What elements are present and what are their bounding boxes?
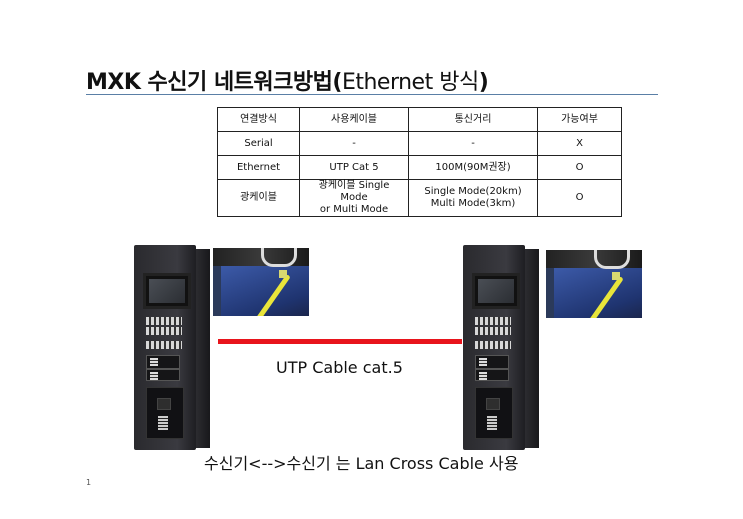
cell-line: Multi Mode(3km) bbox=[430, 198, 516, 209]
cabinet-button-row bbox=[146, 317, 182, 325]
board-photo-left bbox=[213, 248, 309, 316]
header-cell: 사용케이블 bbox=[299, 107, 409, 132]
cabinet-screen bbox=[143, 273, 191, 309]
photo-plug bbox=[612, 272, 620, 280]
title-bold: MXK 수신기 네트워크방법( bbox=[86, 70, 342, 95]
board-photo-right bbox=[546, 250, 642, 318]
table-cell: Single Mode(20km)Multi Mode(3km) bbox=[408, 179, 538, 217]
table-cell: Ethernet bbox=[217, 155, 300, 180]
header-cell: 가능여부 bbox=[537, 107, 622, 132]
cabinet-screen bbox=[472, 273, 520, 309]
table-row: Serial - - X bbox=[217, 131, 622, 156]
table-cell: - bbox=[299, 131, 409, 156]
cell-line: or Multi Mode bbox=[319, 204, 389, 215]
table-row: Ethernet UTP Cat 5 100M(90M권장) O bbox=[217, 155, 622, 180]
cabinet-panel bbox=[146, 369, 180, 381]
photo-white-cable bbox=[594, 250, 630, 269]
page-title: MXK 수신기 네트워크방법(Ethernet 방식) bbox=[86, 64, 489, 96]
cell-line: Single Mode(20km) bbox=[424, 186, 522, 197]
cabinet-button-row bbox=[146, 327, 182, 335]
utp-cable-line bbox=[218, 339, 462, 344]
header-cell: 통신거리 bbox=[408, 107, 538, 132]
table-cell: O bbox=[537, 179, 622, 217]
header-cell: 연결방식 bbox=[217, 107, 300, 132]
table-cell: - bbox=[408, 131, 538, 156]
table-cell: 광케이블 bbox=[217, 179, 300, 217]
connection-spec-table: 연결방식 사용케이블 통신거리 가능여부 Serial - - X Ethern… bbox=[217, 107, 622, 217]
cross-cable-note: 수신기<-->수신기 는 Lan Cross Cable 사용 bbox=[204, 454, 519, 473]
receiver-cabinet-right bbox=[463, 245, 543, 450]
title-light: Ethernet 방식 bbox=[341, 70, 479, 95]
cabinet-button-row bbox=[475, 327, 511, 335]
table-cell: UTP Cat 5 bbox=[299, 155, 409, 180]
photo-white-cable bbox=[261, 248, 297, 267]
table-cell: O bbox=[537, 155, 622, 180]
cable-label: UTP Cable cat.5 bbox=[276, 358, 403, 377]
table-header-row: 연결방식 사용케이블 통신거리 가능여부 bbox=[217, 107, 622, 132]
cabinet-side bbox=[196, 249, 210, 448]
receiver-cabinet-left bbox=[134, 245, 214, 450]
cabinet-button-row bbox=[475, 341, 511, 349]
photo-plug bbox=[279, 270, 287, 278]
cell-line: 광케이블 Single Mode bbox=[318, 180, 390, 203]
table-cell: Serial bbox=[217, 131, 300, 156]
cabinet-panel bbox=[475, 369, 509, 381]
cabinet-panel bbox=[146, 355, 180, 369]
table-cell: 100M(90M권장) bbox=[408, 155, 538, 180]
cabinet-button-row bbox=[475, 317, 511, 325]
table-cell: X bbox=[537, 131, 622, 156]
cabinet-panel bbox=[475, 355, 509, 369]
title-underline bbox=[86, 94, 658, 95]
cabinet-button-row bbox=[146, 341, 182, 349]
page-number: 1 bbox=[86, 478, 92, 487]
cabinet-side bbox=[525, 249, 539, 448]
cabinet-door bbox=[146, 387, 184, 439]
cabinet-door bbox=[475, 387, 513, 439]
title-end: ) bbox=[478, 70, 489, 95]
